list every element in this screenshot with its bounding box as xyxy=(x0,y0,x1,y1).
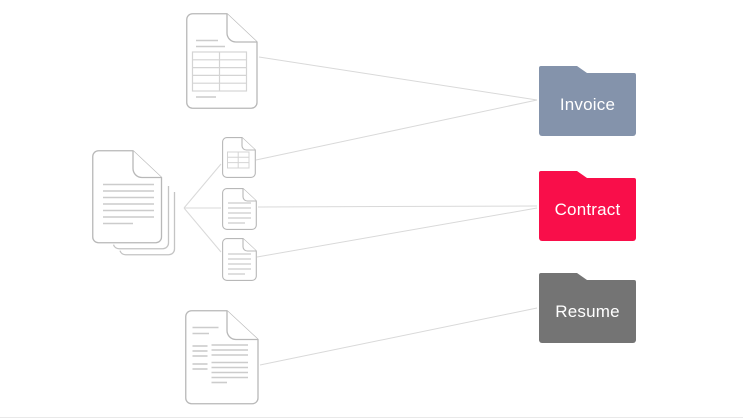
folder-tab xyxy=(539,273,587,280)
resume-document-icon xyxy=(185,310,259,405)
folder-label: Resume xyxy=(555,302,620,321)
connector-document-stack-to-small-text-document-2 xyxy=(183,207,222,253)
folder-label: Invoice xyxy=(559,95,616,114)
folder-label: Contract xyxy=(554,200,621,219)
connector-invoice-document-to-invoice-folder xyxy=(258,56,538,101)
small-text-document-2-icon xyxy=(222,238,257,281)
folder-tab xyxy=(539,171,587,178)
folder-body: Resume xyxy=(539,280,636,343)
resume-folder: Resume xyxy=(539,273,636,343)
small-text-document-1-icon xyxy=(222,188,257,230)
document-stack-icon xyxy=(92,150,176,256)
invoice-document-icon xyxy=(186,13,258,109)
connector-resume-document-to-resume-folder xyxy=(259,307,538,366)
small-spreadsheet-document-icon xyxy=(222,137,256,178)
connector-document-stack-to-small-spreadsheet-document xyxy=(183,163,222,209)
folder-tab xyxy=(539,66,587,73)
connector-small-text-document-1-to-contract-folder xyxy=(257,205,538,208)
connector-small-text-document-2-to-contract-folder xyxy=(256,207,538,258)
folder-body: Invoice xyxy=(539,73,636,136)
invoice-folder: Invoice xyxy=(539,66,636,136)
contract-folder: Contract xyxy=(539,171,636,241)
folder-body: Contract xyxy=(539,178,636,241)
connector-small-spreadsheet-document-to-invoice-folder xyxy=(255,99,538,161)
